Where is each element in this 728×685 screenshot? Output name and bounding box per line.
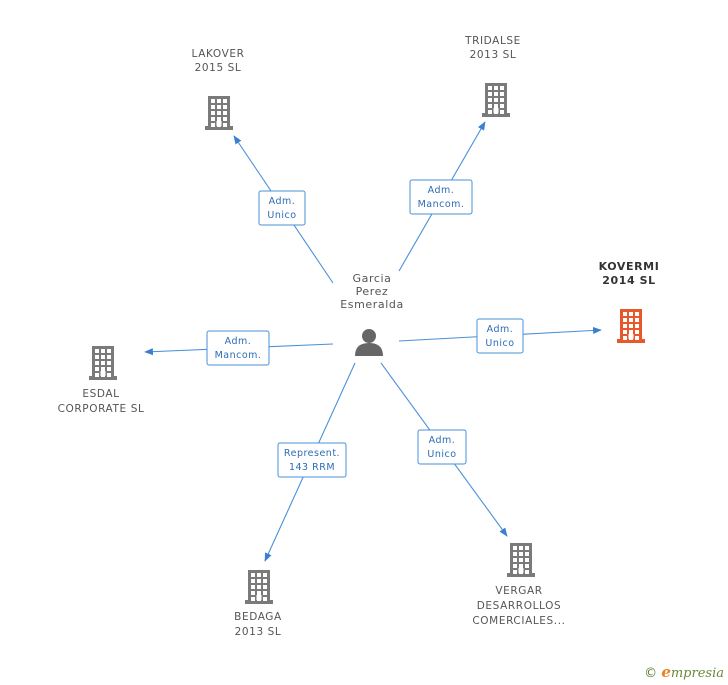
- edge-lakover: Adm. Unico: [233, 135, 334, 284]
- edge-label-line: Adm.: [225, 336, 252, 347]
- brand-logo-initial: e: [661, 663, 671, 681]
- edge-vergar: Adm. Unico: [380, 362, 508, 537]
- company-node-lakover[interactable]: LAKOVER 2015 SL: [192, 48, 245, 130]
- edge-label-line: Adm.: [487, 324, 514, 335]
- edge-role-label[interactable]: Represent. 143 RRM: [277, 442, 347, 478]
- edge-label-box: [476, 318, 524, 354]
- company-name-line: TRIDALSE: [464, 35, 521, 47]
- company-node-bedaga[interactable]: BEDAGA 2013 SL: [234, 570, 282, 638]
- copyright-symbol: ©: [644, 666, 658, 681]
- edge-label-box: [409, 179, 473, 215]
- person-name-line: Garcia: [353, 272, 392, 285]
- company-name-line: VERGAR: [495, 585, 542, 597]
- edge-label-line: Unico: [485, 338, 514, 349]
- company-node-esdal[interactable]: ESDAL CORPORATE SL: [58, 346, 145, 415]
- building-icon: [89, 346, 117, 380]
- company-name-line: COMERCIALES...: [472, 615, 565, 627]
- edge-role-label[interactable]: Adm. Unico: [258, 190, 306, 226]
- edge-label-line: Mancom.: [418, 199, 465, 210]
- building-icon: [507, 543, 535, 577]
- company-name-line: LAKOVER: [192, 48, 245, 60]
- brand-logo-text: mpresia: [670, 666, 724, 681]
- edge-label-box: [417, 429, 467, 465]
- person-icon: [355, 329, 383, 356]
- company-name-line: KOVERMI: [599, 260, 660, 273]
- edge-role-label[interactable]: Adm. Mancom.: [409, 179, 473, 215]
- company-name-line: 2014 SL: [602, 274, 656, 287]
- edge-kovermi: Adm. Unico: [398, 318, 602, 354]
- building-icon: [617, 309, 645, 343]
- edge-role-label[interactable]: Adm. Unico: [476, 318, 524, 354]
- person-name-line: Perez: [356, 285, 389, 298]
- building-icon: [245, 570, 273, 604]
- company-node-vergar[interactable]: VERGAR DESARROLLOS COMERCIALES...: [472, 543, 565, 627]
- edge-esdal: Adm. Mancom.: [144, 330, 334, 366]
- company-name-line: ESDAL: [82, 388, 119, 400]
- edge-label-line: Adm.: [429, 435, 456, 446]
- edge-label-line: Adm.: [269, 196, 296, 207]
- edge-label-line: Represent.: [284, 448, 340, 459]
- copyright-footer: © empresia: [644, 663, 724, 681]
- company-name-line: 2013 SL: [470, 49, 517, 61]
- edge-role-label[interactable]: Adm. Mancom.: [206, 330, 270, 366]
- building-icon: [482, 83, 510, 117]
- edge-label-line: Adm.: [428, 185, 455, 196]
- edge-label-box: [258, 190, 306, 226]
- edge-label-line: Unico: [267, 210, 296, 221]
- edge-label-line: Mancom.: [215, 350, 262, 361]
- company-name-line: CORPORATE SL: [58, 403, 145, 415]
- building-icon: [205, 96, 233, 130]
- company-name-line: BEDAGA: [234, 611, 282, 623]
- edge-bedaga: Represent. 143 RRM: [264, 362, 356, 562]
- company-name-line: DESARROLLOS: [477, 600, 561, 612]
- edge-label-box: [206, 330, 270, 366]
- edge-label-line: 143 RRM: [289, 462, 335, 473]
- company-name-line: 2015 SL: [195, 62, 242, 74]
- edge-label-box: [277, 442, 347, 478]
- edge-role-label[interactable]: Adm. Unico: [417, 429, 467, 465]
- company-name-line: 2013 SL: [235, 626, 282, 638]
- edge-label-line: Unico: [427, 449, 456, 460]
- company-node-tridalse[interactable]: TRIDALSE 2013 SL: [464, 35, 521, 117]
- edge-tridalse: Adm. Mancom.: [398, 121, 486, 272]
- person-name-line: Esmeralda: [340, 298, 404, 311]
